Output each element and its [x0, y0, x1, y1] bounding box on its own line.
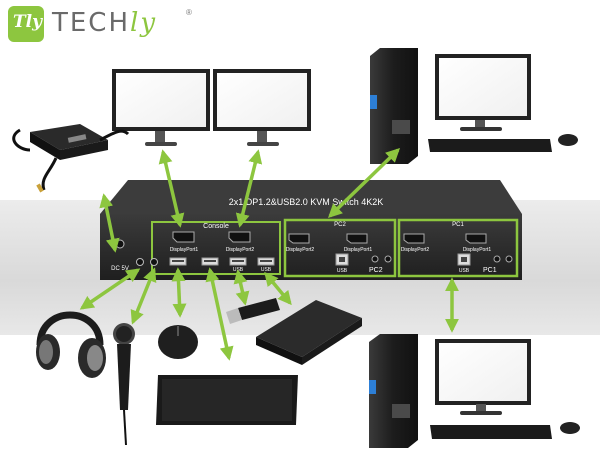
audio-jack — [150, 258, 158, 266]
dp-port — [228, 231, 251, 243]
pc2-highlight — [283, 218, 397, 278]
dp-port — [172, 231, 195, 243]
arrow-headphones — [79, 268, 141, 310]
arrow-microphone — [130, 267, 157, 325]
usb-b-port — [457, 253, 471, 266]
computer-tower-icon — [370, 48, 418, 164]
arrow-usb-drive — [233, 269, 250, 306]
pc1-usb-label: USB — [459, 268, 470, 274]
audio-jack — [384, 255, 392, 263]
dp-port — [465, 233, 487, 244]
dc-power-jack — [115, 239, 125, 249]
keyboard-icon — [156, 375, 298, 425]
monitor-icon — [213, 69, 311, 146]
pc1-port-title: PC1 — [452, 222, 464, 228]
kvm-switch-device: 2x1 DP1.2&USB2.0 KVM Switch 4K2K Console… — [100, 180, 522, 280]
microphone-icon — [113, 323, 135, 446]
brand-name: TECHly — [52, 8, 157, 38]
pc1-highlight — [397, 218, 519, 278]
arrow-hard-drive — [264, 271, 292, 306]
monitor-icon — [435, 54, 531, 131]
brand-name-suffix: ly — [130, 8, 158, 38]
usb-b-port — [335, 253, 349, 266]
brand-name-prefix: TECH — [52, 8, 131, 38]
usb-port — [257, 257, 275, 266]
arrow-mouse — [171, 267, 187, 318]
pc2-dp2-label: DisplayPort2 — [286, 247, 315, 253]
external-hard-drive-icon — [256, 300, 362, 365]
monitor-icon — [435, 339, 531, 415]
usb-port — [169, 257, 187, 266]
dp-port — [346, 233, 368, 244]
arrow-monitor-1 — [158, 149, 185, 228]
pc2-label: PC2 — [369, 267, 383, 274]
pc2-usb-label: USB — [337, 268, 348, 274]
pc2-dp1-label: DisplayPort1 — [344, 247, 373, 253]
pc1-dp2-label: DisplayPort2 — [401, 247, 430, 253]
device-title: 2x1 DP1.2&USB2.0 KVM Switch 4K2K — [229, 197, 384, 207]
pc1-dp1-label: DisplayPort1 — [463, 247, 492, 253]
registered-mark: ® — [186, 8, 192, 17]
headphones-icon — [36, 311, 106, 378]
usb-port — [229, 257, 247, 266]
arrow-keyboard — [205, 267, 234, 361]
computer-tower-icon — [369, 334, 418, 448]
dp-port — [288, 233, 310, 244]
mouse-icon — [560, 422, 580, 434]
keyboard-icon — [430, 425, 552, 439]
audio-jack — [505, 255, 513, 263]
connection-arrows — [79, 148, 459, 361]
dc-label: DC 5V — [111, 266, 129, 272]
audio-jack — [371, 255, 379, 263]
keyboard-icon — [428, 139, 552, 152]
pc1-label: PC1 — [483, 267, 497, 274]
console-dp2-label: DisplayPort2 — [226, 247, 255, 253]
usb-label-2: USB — [261, 267, 272, 273]
mouse-icon — [158, 325, 198, 359]
audio-jack — [136, 258, 144, 266]
power-adapter-icon — [12, 124, 130, 193]
mouse-icon — [558, 134, 578, 146]
arrow-pc2 — [327, 148, 401, 218]
usb-port — [201, 257, 219, 266]
pc2-port-title: PC2 — [334, 222, 346, 228]
usb-flash-drive-icon — [226, 298, 280, 324]
console-dp1-label: DisplayPort1 — [170, 247, 199, 253]
logo-mark-icon: Tly — [8, 6, 44, 42]
console-label: Console — [203, 223, 229, 230]
monitor-icon — [112, 69, 210, 146]
arrow-power — [99, 193, 120, 253]
arrow-monitor-2 — [235, 149, 263, 228]
brand-logo: Tly TECHly ® — [8, 6, 198, 46]
audio-jack — [493, 255, 501, 263]
dp-port — [403, 233, 425, 244]
